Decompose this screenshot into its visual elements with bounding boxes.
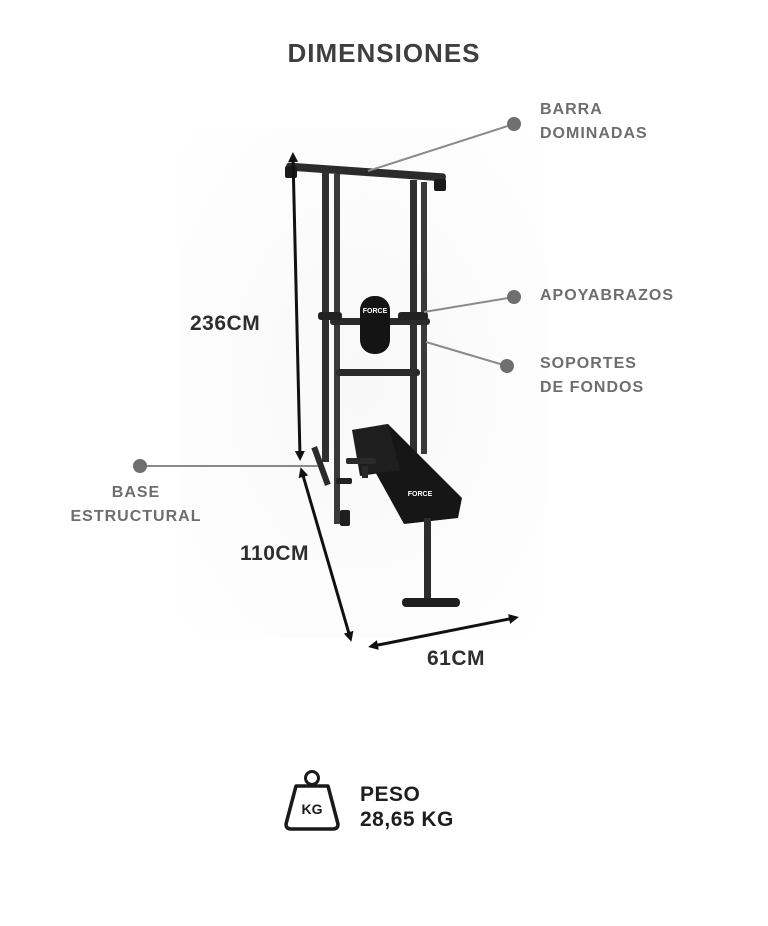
page-title: DIMENSIONES [287,38,481,68]
label-dip-supports: SOPORTES DE FONDOS [540,352,644,400]
label-pullup-bar-line1: BARRA [540,101,603,118]
label-base-line1: BASE [111,484,161,501]
width-arrow [368,614,519,650]
callout-lines [133,117,521,473]
dimension-height: 236CM [190,312,261,335]
length-arrow [298,467,354,642]
label-pullup-bar: BARRA DOMINADAS [540,98,648,146]
callout-dot-armrests [507,290,521,304]
weight-label: PESO [360,783,421,806]
label-dip-supports-line1: SOPORTES [540,355,637,372]
weight-value: 28,65 KG [360,808,454,831]
callout-dot-dip-supports [500,359,514,373]
label-pullup-bar-line2: DOMINADAS [540,125,648,142]
weight-kg-icon: KG [284,770,340,831]
weight-info: KG PESO 28,65 KG [282,768,502,838]
backpad-logo: FORCE [363,308,388,315]
dimension-width: 61CM [427,647,486,670]
height-arrow [288,152,305,461]
weight-icon-text: KG [302,801,323,817]
callout-dot-base [133,459,147,473]
label-dip-supports-line2: DE FONDOS [540,379,645,396]
bench-logo: FORCE [408,491,433,498]
label-base-line2: ESTRUCTURAL [70,508,202,525]
label-armrests: APOYABRAZOS [540,287,674,304]
dimension-length: 110CM [240,542,310,565]
weight-text: PESO 28,65 KG [360,782,454,832]
callout-dot-pullup-bar [507,117,521,131]
dimension-arrows [288,152,519,650]
bench: FORCE [346,424,462,607]
product-photo-background [180,128,545,638]
label-base: BASE ESTRUCTURAL [66,481,206,529]
